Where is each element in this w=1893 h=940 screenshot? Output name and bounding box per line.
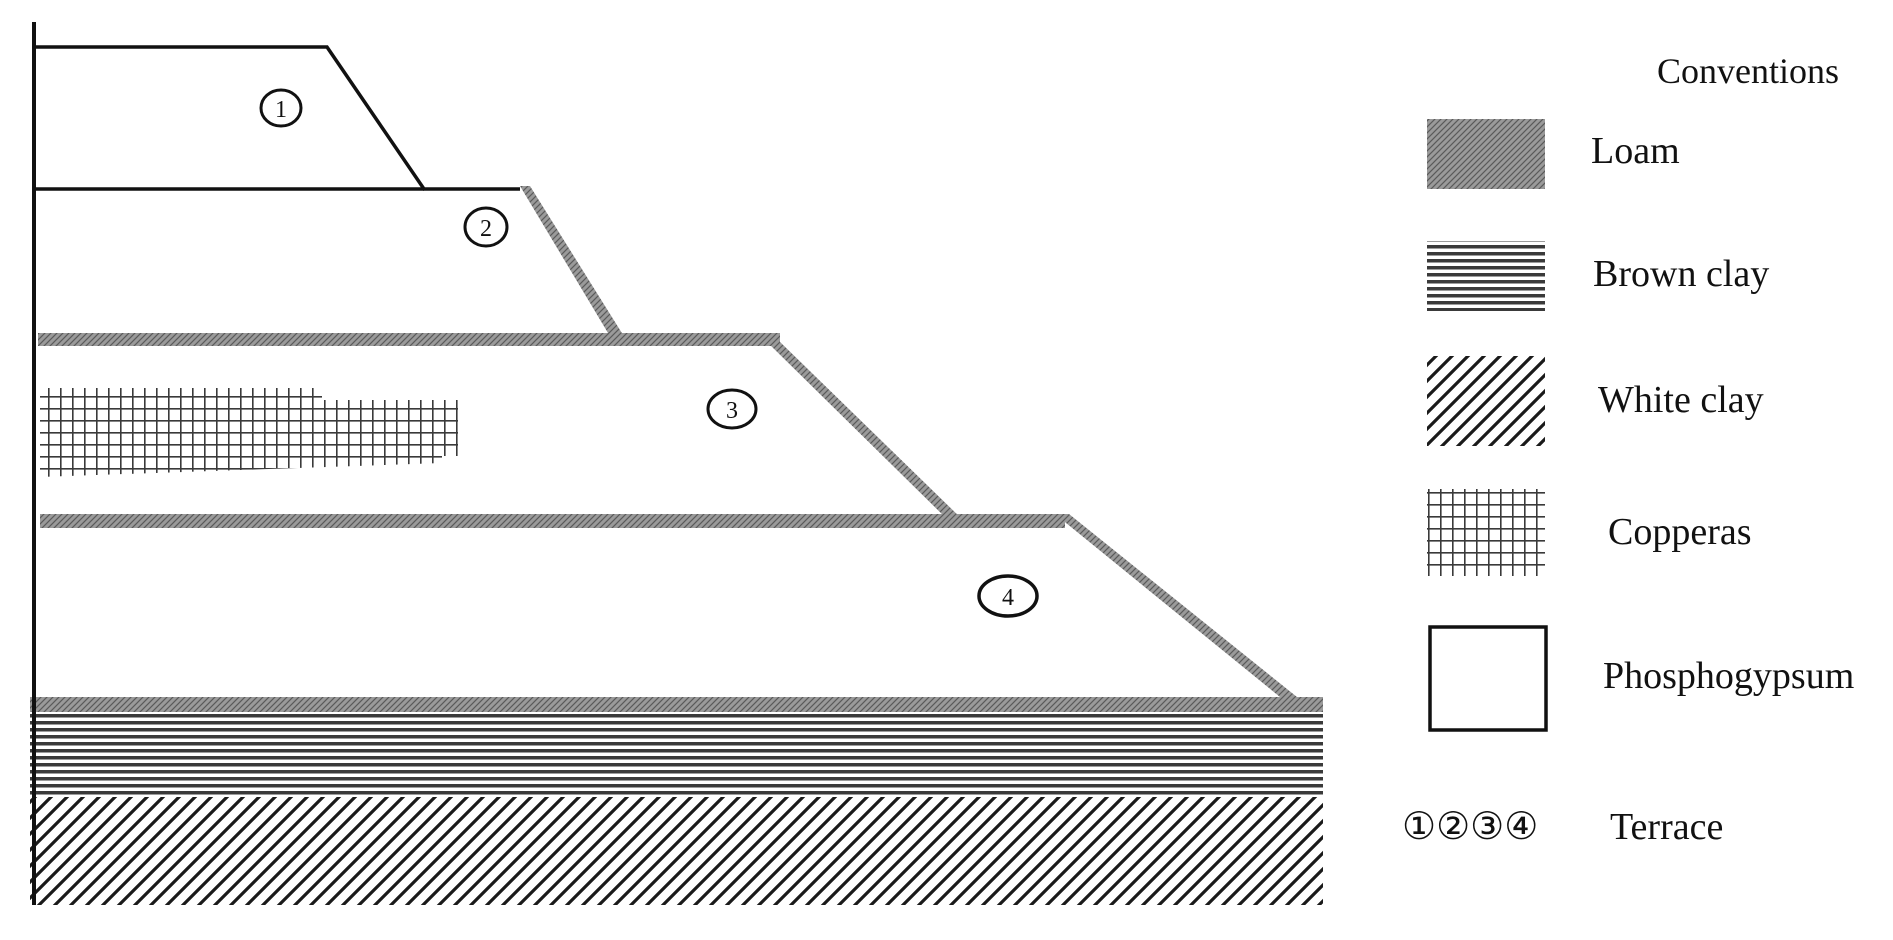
legend-terrace-symbols: ①②③④: [1402, 806, 1538, 848]
terrace-2-number: 2: [480, 216, 492, 242]
terrace-3-loam-top: [38, 333, 780, 346]
terrace-3-marker: 3: [706, 388, 758, 430]
legend-loam-swatch: [1427, 119, 1545, 189]
loam-base-strip: [30, 697, 1323, 712]
legend-phosphogypsum-swatch: [1428, 625, 1548, 732]
copperas-lens: [40, 388, 458, 477]
legend-loam-label: Loam: [1591, 130, 1680, 172]
legend-brown-clay-swatch: [1427, 241, 1545, 311]
brown-clay-layer: [30, 714, 1323, 797]
legend-phosphogypsum-label: Phosphogypsum: [1603, 655, 1854, 697]
terrace-4-loam-slope: [1055, 514, 1297, 697]
legend-copperas-label: Copperas: [1608, 511, 1752, 553]
terrace-2-marker: 2: [463, 206, 509, 248]
legend-title: Conventions: [1657, 51, 1839, 91]
legend-white-clay-label: White clay: [1598, 379, 1764, 421]
terrace-1-number: 1: [275, 97, 287, 123]
terrace-3-number: 3: [726, 398, 738, 424]
legend-white-clay-swatch: [1427, 356, 1545, 446]
terrace-1-outline: [36, 45, 520, 191]
terrace-1-marker: 1: [259, 88, 303, 128]
terrace-2-loam-slope: [520, 186, 625, 338]
terrace-4-loam-top: [40, 514, 1065, 528]
legend-copperas-swatch: [1427, 489, 1545, 576]
legend-terrace-label: Terrace: [1610, 806, 1723, 848]
terrace-3-loam-slope: [765, 340, 965, 522]
white-clay-layer: [30, 797, 1323, 905]
terrace-4-marker: 4: [977, 574, 1039, 618]
legend: Conventions Loam Brown clay White clay C…: [1402, 51, 1854, 848]
terrace-4-number: 4: [1002, 585, 1014, 611]
cross-section: 1 2 3 4: [30, 22, 1323, 905]
legend-brown-clay-label: Brown clay: [1593, 253, 1769, 295]
